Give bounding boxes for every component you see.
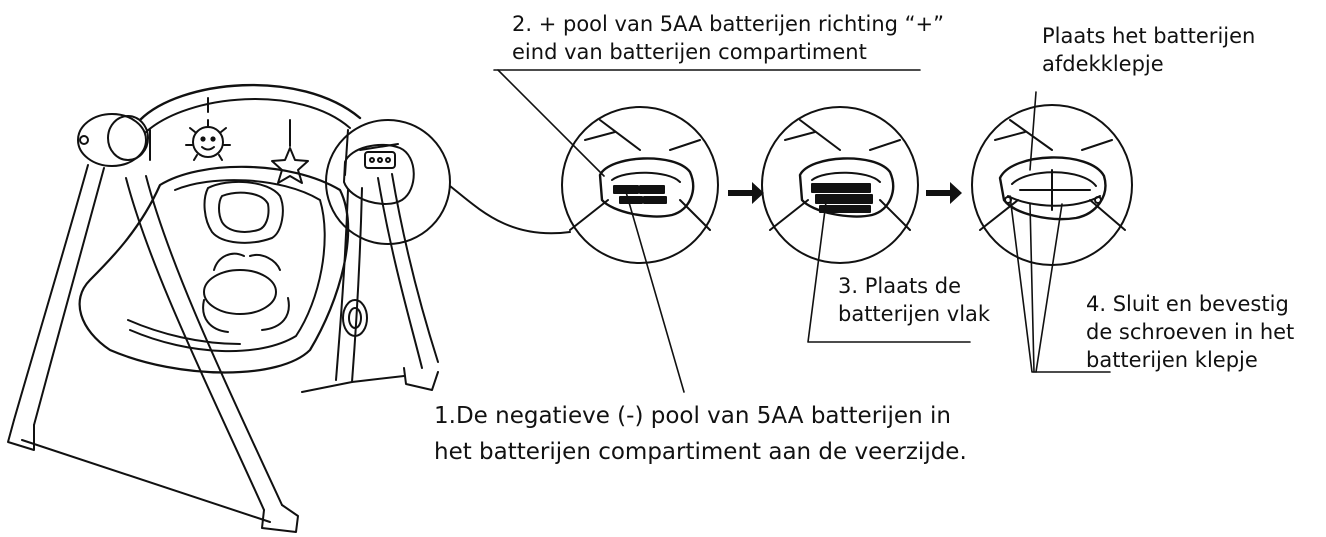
label-step-3: 3. Plaats de batterijen vlak <box>838 272 990 328</box>
label-step-1-line1: 1.De negatieve (-) pool van 5AA batterij… <box>434 403 951 429</box>
label-cover-line2: afdekklepje <box>1042 52 1164 76</box>
callout-lines <box>493 69 1111 393</box>
zoom-step-3 <box>971 104 1133 266</box>
arrow-2-icon <box>926 182 962 204</box>
arrow-1-icon <box>728 182 764 204</box>
zoom-step-2 <box>761 106 919 264</box>
label-step-1: 1.De negatieve (-) pool van 5AA batterij… <box>434 398 967 470</box>
label-step-2: 2. + pool van 5AA batterijen richting “+… <box>512 10 944 66</box>
label-step-2-line2: eind van batterijen compartiment <box>512 40 867 64</box>
label-step-2-line1: 2. + pool van 5AA batterijen richting “+… <box>512 12 945 36</box>
label-step-4: 4. Sluit en bevestig de schroeven in het… <box>1086 290 1294 374</box>
label-cover-line1: Plaats het batterijen <box>1042 24 1256 48</box>
label-step-1-line2: het batterijen compartiment aan de veerz… <box>434 439 967 465</box>
zoom-step-1 <box>561 106 719 264</box>
label-step-4-line2: de schroeven in het <box>1086 320 1295 344</box>
label-step-3-line1: 3. Plaats de <box>838 274 962 298</box>
baby-swing-illustration <box>7 83 571 533</box>
label-step-4-line1: 4. Sluit en bevestig <box>1086 292 1289 316</box>
label-step-4-line3: batterijen klepje <box>1086 348 1258 372</box>
label-cover: Plaats het batterijen afdekklepje <box>1042 22 1255 78</box>
label-step-3-line2: batterijen vlak <box>838 302 991 326</box>
